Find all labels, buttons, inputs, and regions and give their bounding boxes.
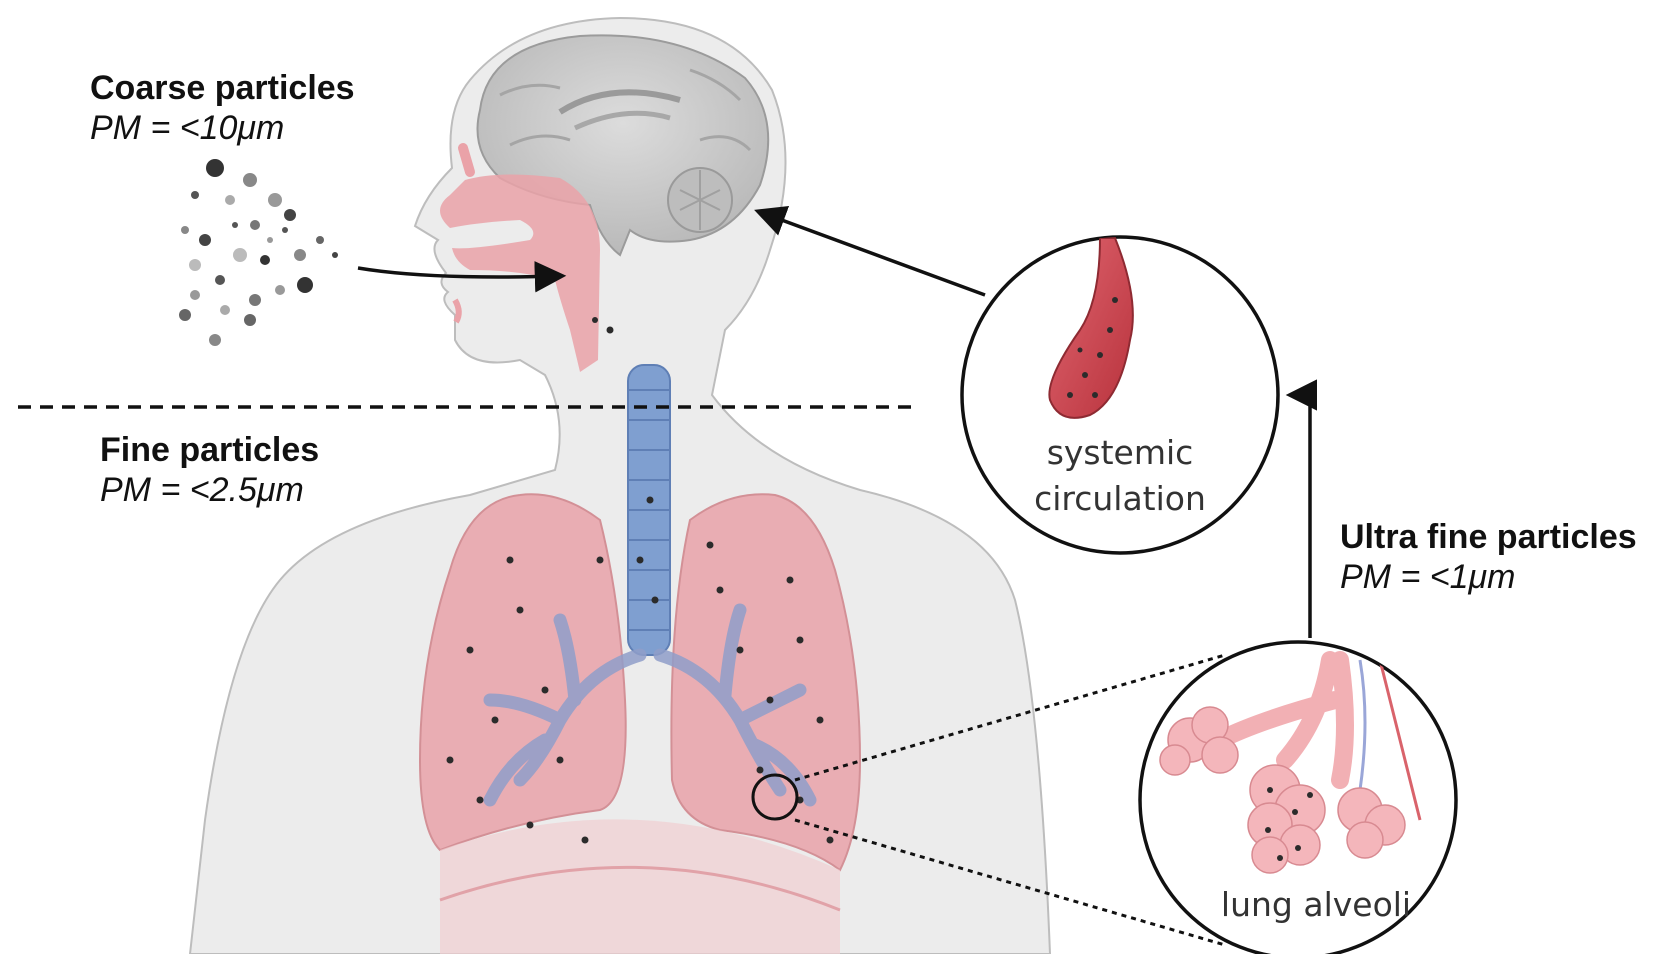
lung-alveoli-caption: lung alveoli: [1196, 882, 1436, 928]
ultrafine-particles-size: PM = <1μm: [1340, 557, 1637, 597]
systemic-caption-line2: circulation: [1015, 476, 1225, 522]
coarse-particles-title: Coarse particles: [90, 68, 355, 108]
circulation-to-brain-arrow: [760, 212, 985, 295]
coarse-particles-size: PM = <10μm: [90, 108, 355, 148]
coarse-particles-label: Coarse particles PM = <10μm: [90, 68, 355, 148]
particle-cloud: [179, 159, 338, 346]
fine-particles-label: Fine particles PM = <2.5μm: [100, 430, 319, 510]
ultrafine-particles-title: Ultra fine particles: [1340, 517, 1637, 557]
systemic-circulation-caption: systemic circulation: [1015, 430, 1225, 522]
ultrafine-particles-label: Ultra fine particles PM = <1μm: [1340, 517, 1637, 597]
systemic-caption-line1: systemic: [1015, 430, 1225, 476]
fine-particles-size: PM = <2.5μm: [100, 470, 319, 510]
fine-particles-title: Fine particles: [100, 430, 319, 470]
alveoli-to-circulation-arrow: [1292, 395, 1310, 638]
